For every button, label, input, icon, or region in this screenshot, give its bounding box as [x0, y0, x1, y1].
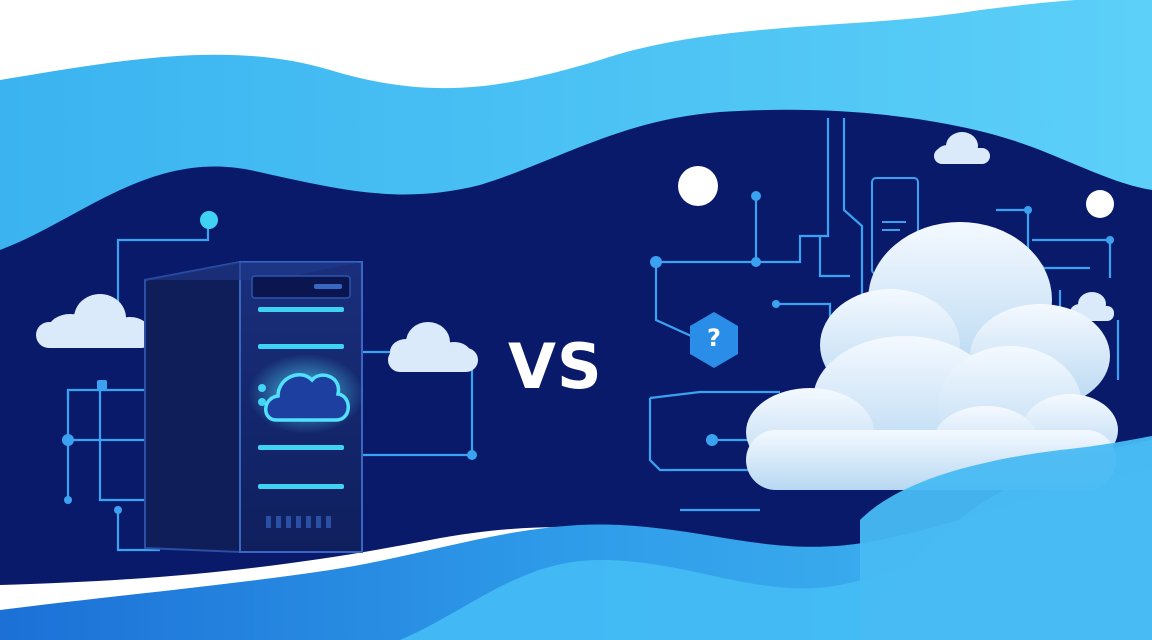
left-circuit	[66, 222, 474, 552]
left-nodes	[62, 380, 477, 514]
vs-label: VS	[508, 330, 603, 403]
cloud-icon	[264, 373, 350, 422]
cloud-icon	[36, 294, 154, 348]
cloud-foreground-wave	[860, 436, 1152, 640]
right-circuit	[648, 118, 1120, 512]
white-dot	[678, 166, 718, 206]
left-accent-node	[200, 211, 218, 229]
question-hexagon-icon	[690, 312, 738, 368]
white-dot	[1086, 190, 1114, 218]
cloud-icon	[388, 322, 478, 372]
question-mark: ?	[707, 324, 721, 352]
cloud-icon	[934, 132, 990, 164]
cloud-cluster-icon	[746, 222, 1118, 490]
